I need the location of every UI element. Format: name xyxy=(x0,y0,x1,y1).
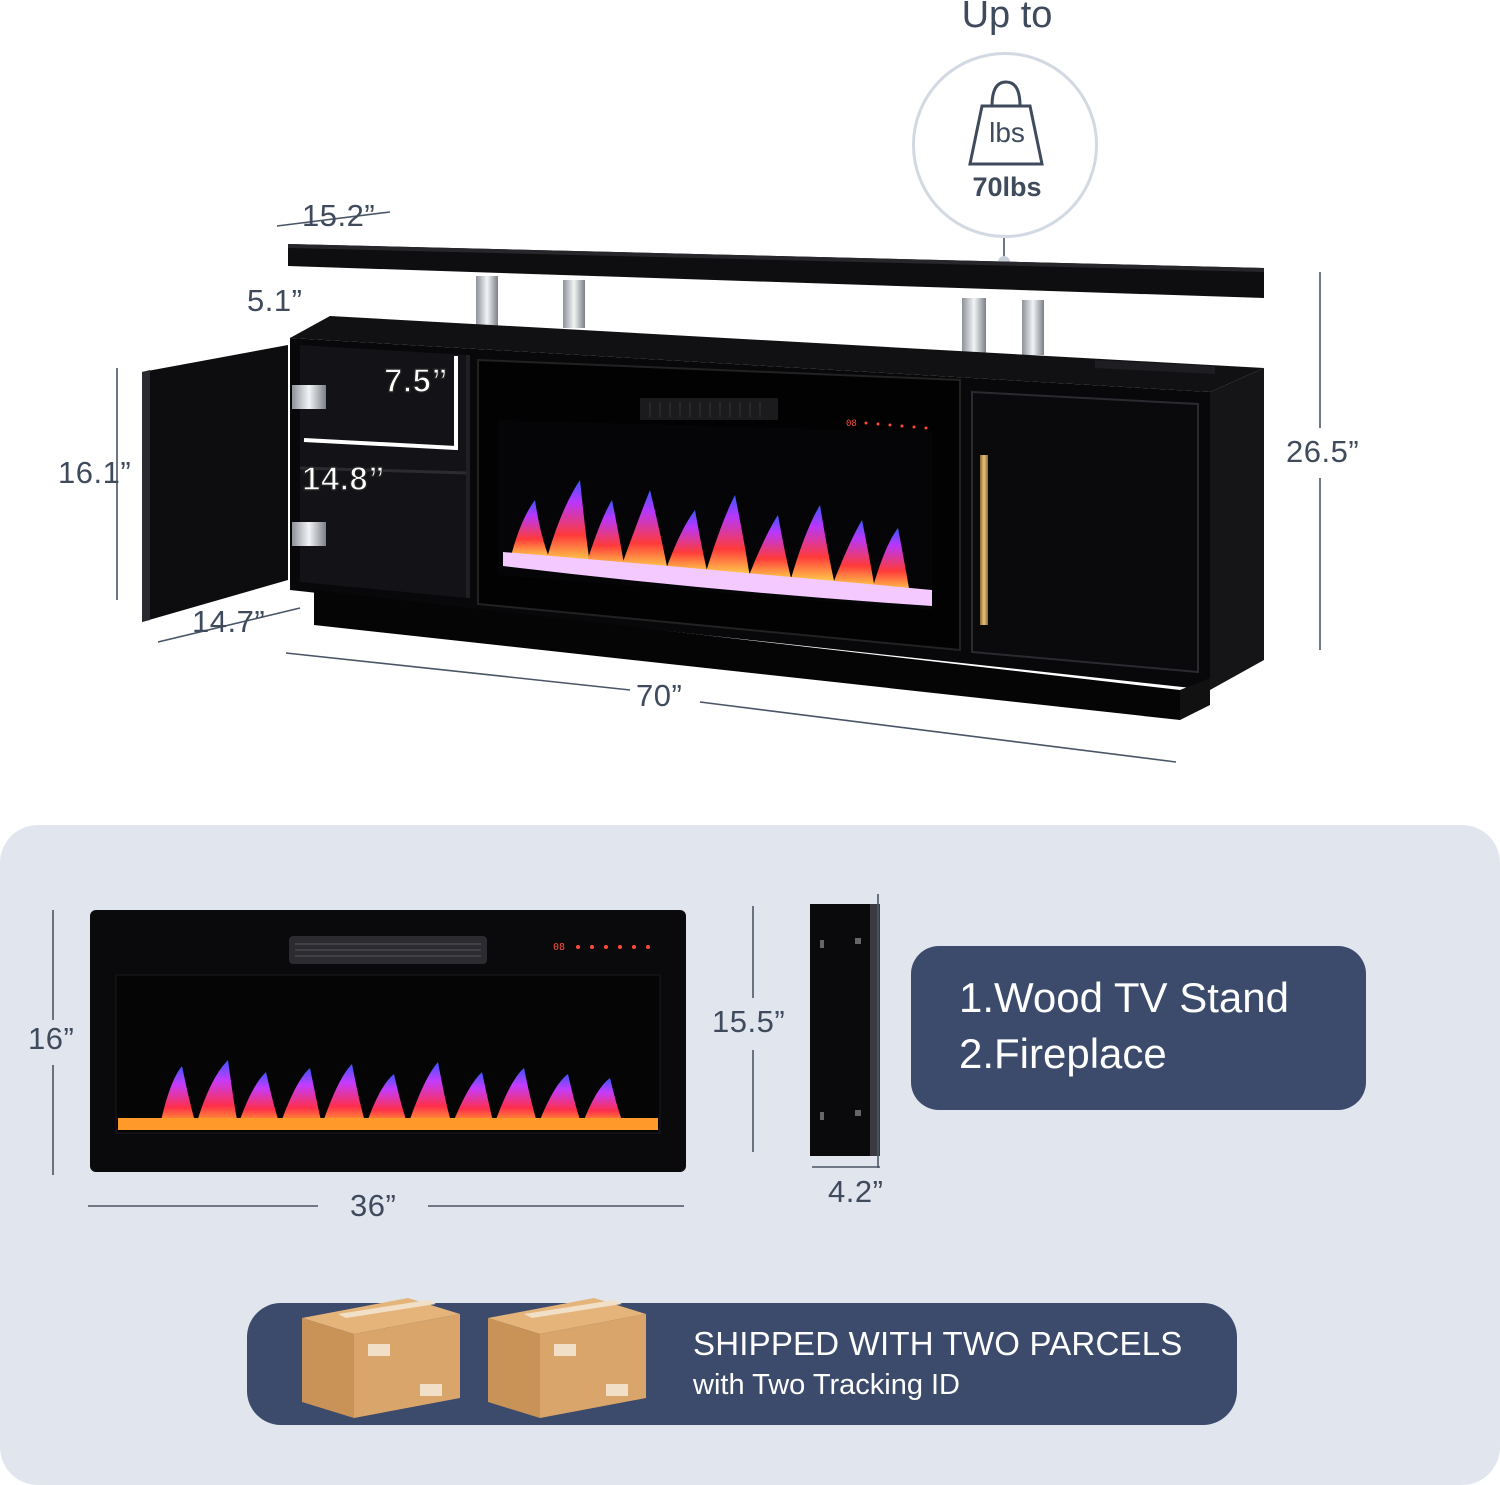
parcel-box-icon xyxy=(488,1298,646,1418)
package-item-2: 2.Fireplace xyxy=(959,1030,1167,1077)
dimension-lines xyxy=(116,211,1321,763)
dim-door-height: 16.1” xyxy=(58,455,132,490)
cabinet-side xyxy=(1210,368,1264,690)
dim-fireplace-side-height: 15.5” xyxy=(712,1004,786,1039)
front-ember-bed xyxy=(118,1118,658,1130)
dim-total-width: 70” xyxy=(636,678,683,713)
control-readout: 08 xyxy=(846,419,857,429)
weight-prefix: Up to xyxy=(961,0,1053,36)
flames xyxy=(510,480,910,594)
shipping-title: SHIPPED WITH TWO PARCELS xyxy=(693,1325,1183,1362)
post xyxy=(563,280,585,328)
dim-shelf-gap: 5.1” xyxy=(247,283,303,318)
dim-fireplace-height: 16” xyxy=(28,1021,75,1056)
package-contents-label: 1.Wood TV Stand 2.Fireplace xyxy=(911,946,1366,1110)
dim-top-depth: 15.2” xyxy=(302,198,376,233)
tv-stand-illustration: 08 xyxy=(116,211,1321,763)
inner-bracket xyxy=(303,356,458,451)
parcel-box-icon xyxy=(302,1298,460,1418)
front-flames xyxy=(160,1060,624,1125)
weight-unit: lbs xyxy=(989,117,1025,148)
left-door xyxy=(142,345,288,622)
top-shelf xyxy=(288,244,1264,298)
dim-total-height: 26.5” xyxy=(1286,434,1360,469)
ember-bed xyxy=(503,552,932,606)
cabinet-top xyxy=(290,316,1264,392)
vent xyxy=(640,398,778,420)
dim-fireplace-depth: 4.2” xyxy=(828,1174,884,1209)
fireplace-front-illustration: 08 xyxy=(52,894,880,1207)
fireplace-readout: 08 xyxy=(553,942,565,953)
hinge xyxy=(292,385,326,409)
dim-inner-width: 14.8” xyxy=(301,459,386,498)
right-door xyxy=(971,390,1199,674)
package-item-1: 1.Wood TV Stand xyxy=(959,974,1289,1021)
power-strip xyxy=(1095,360,1215,374)
post xyxy=(1022,300,1044,355)
hinge xyxy=(292,522,326,546)
dim-fireplace-width: 36” xyxy=(350,1188,397,1223)
weight-value: 70lbs xyxy=(972,172,1042,202)
cabinet-base xyxy=(314,590,1180,720)
gold-handle xyxy=(980,455,988,625)
shipping-subtitle: with Two Tracking ID xyxy=(693,1369,961,1401)
weight-bag-icon xyxy=(968,80,1044,166)
dim-door-width: 14.7” xyxy=(192,604,266,639)
dim-inner-height: 7.5” xyxy=(383,361,449,400)
